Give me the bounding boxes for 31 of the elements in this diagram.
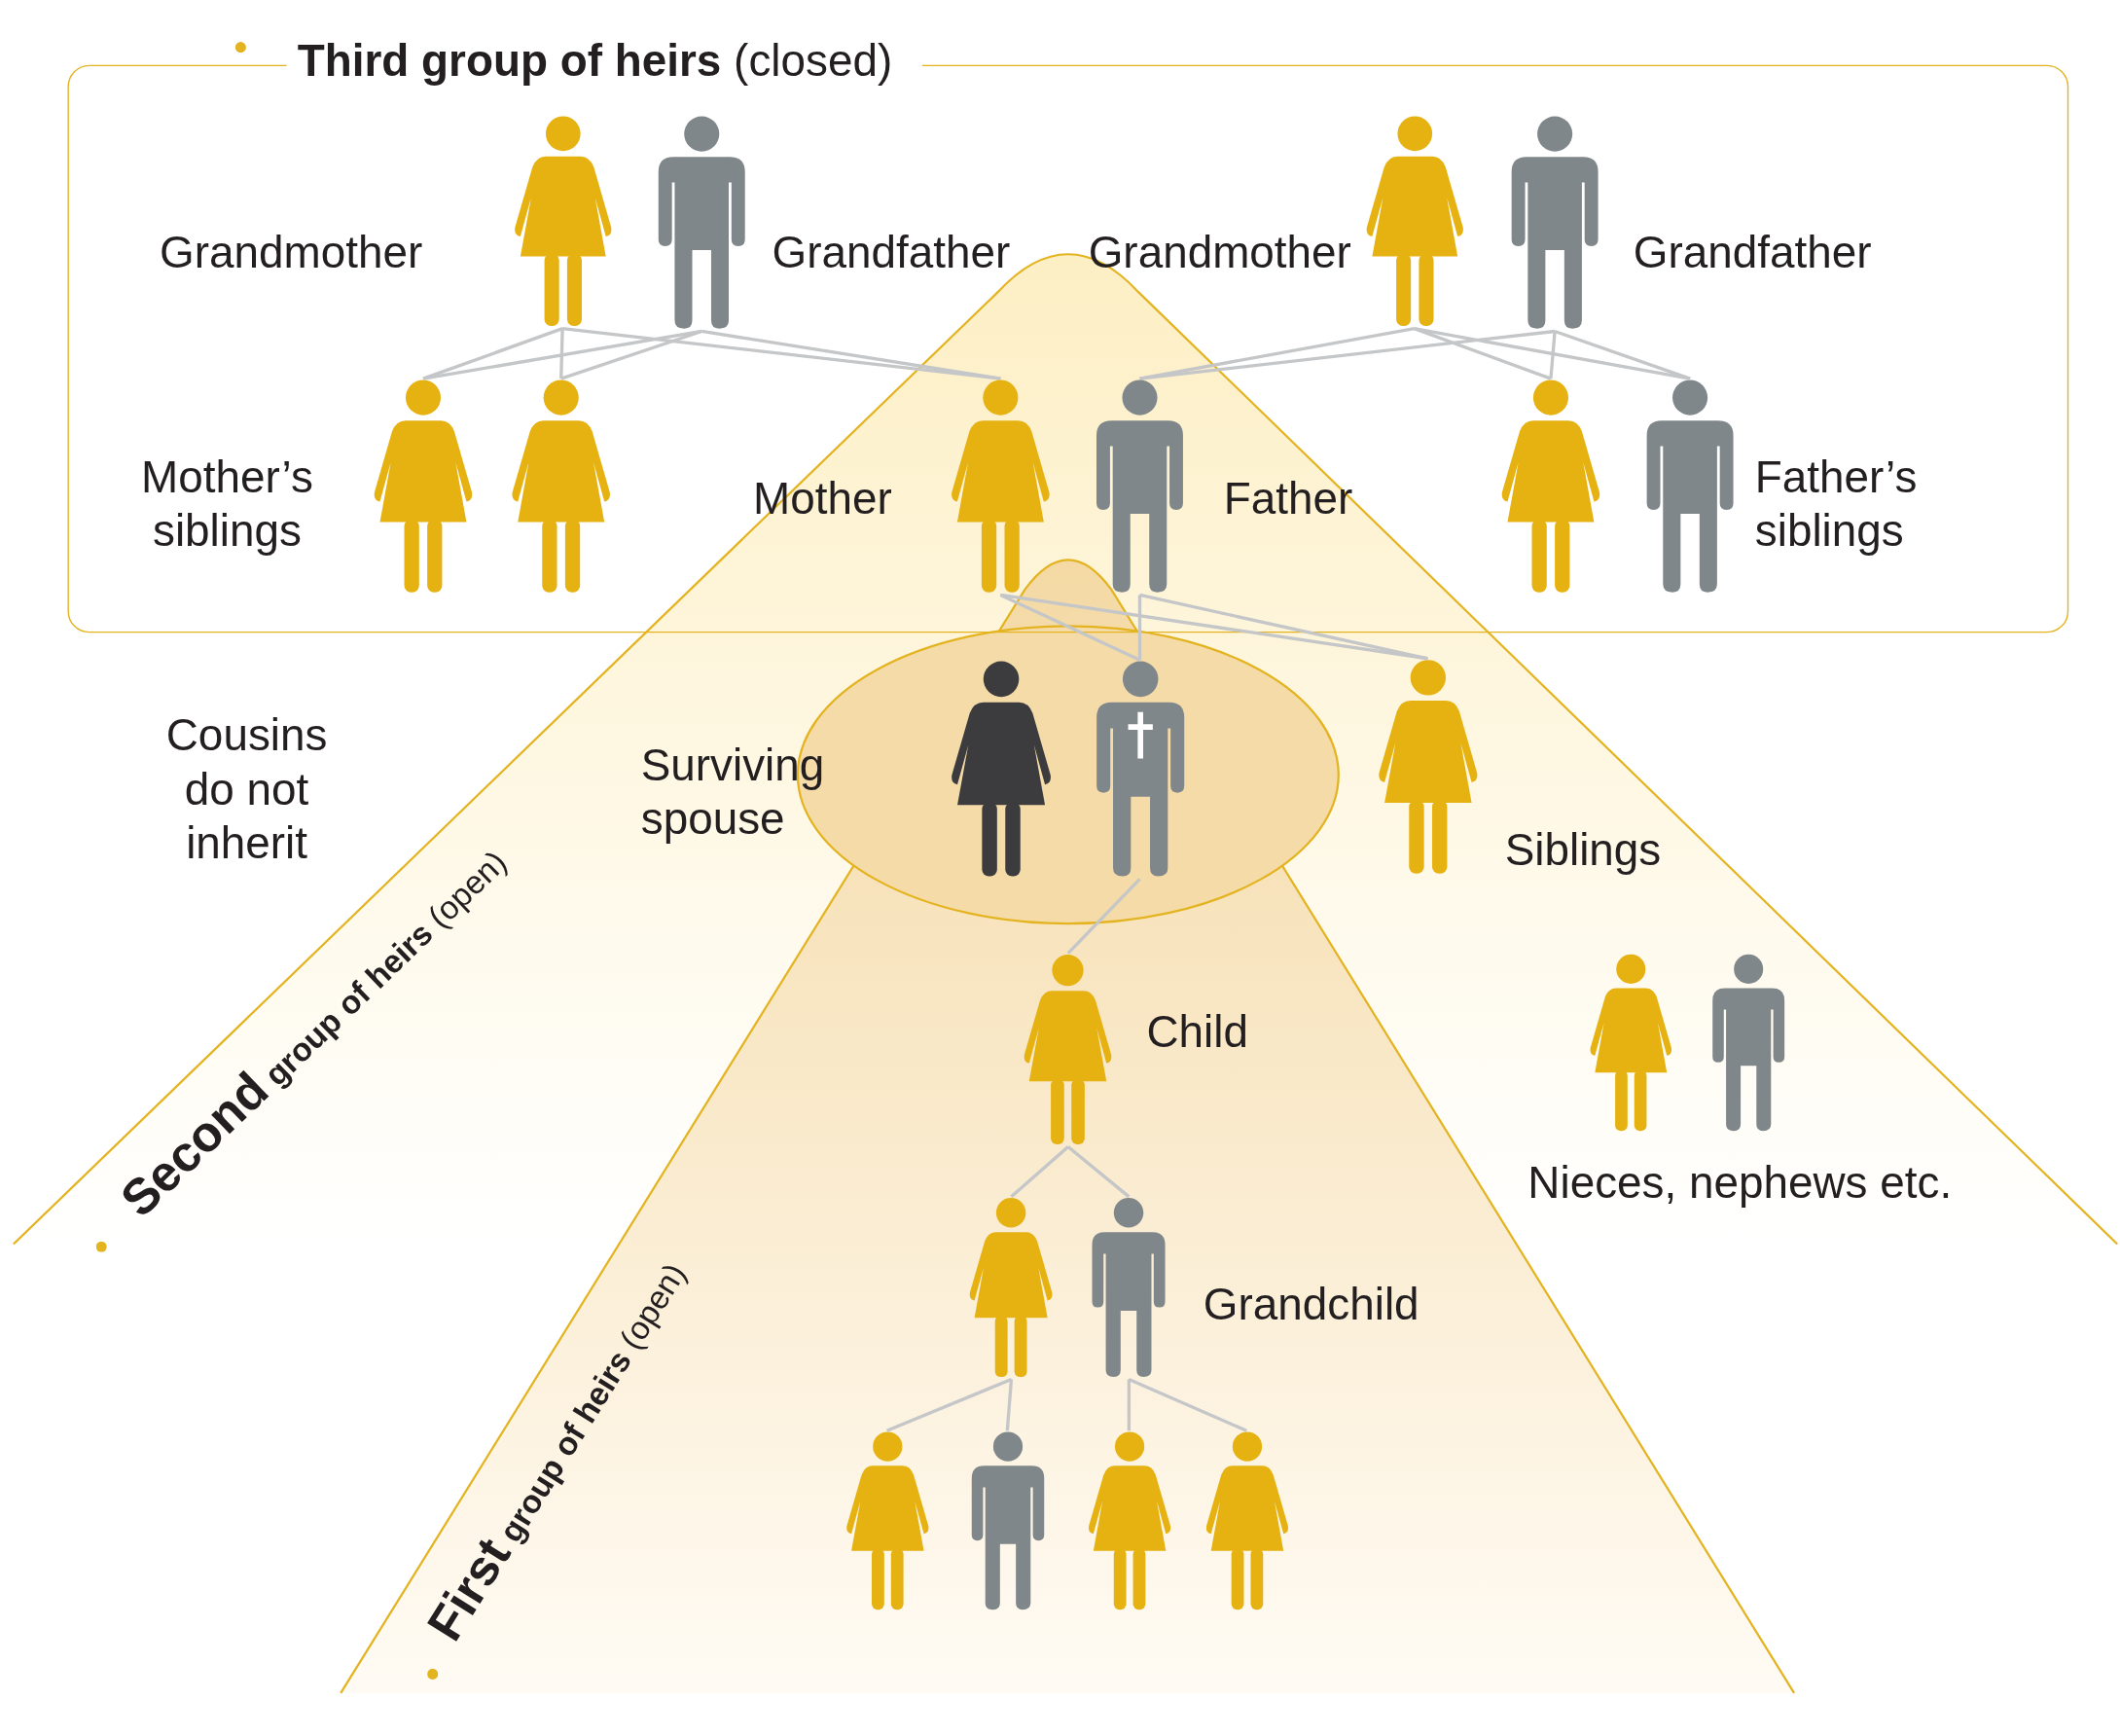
connector-line bbox=[561, 327, 1001, 380]
connector-line bbox=[1005, 1379, 1014, 1431]
person-label: Father’s siblings bbox=[1754, 451, 1919, 559]
person-label: Father bbox=[1223, 472, 1353, 525]
connector-line bbox=[1139, 593, 1428, 661]
connector-line bbox=[701, 329, 1001, 380]
person-label: Grandchild bbox=[1203, 1278, 1419, 1332]
person-label: Grandfather bbox=[1633, 226, 1872, 279]
connector-line bbox=[1414, 327, 1691, 380]
connector-line bbox=[1128, 1377, 1247, 1432]
connector-line bbox=[886, 1377, 1013, 1432]
text-label: Cousins do not inherit bbox=[164, 708, 329, 871]
connector-line bbox=[1066, 1145, 1131, 1199]
person-label: Mother’s siblings bbox=[140, 451, 314, 559]
connector-line bbox=[1554, 329, 1691, 380]
person-label: Siblings bbox=[1504, 823, 1662, 878]
connector-line bbox=[1549, 331, 1557, 380]
connector-line bbox=[1139, 329, 1556, 380]
connector-line bbox=[1010, 1145, 1069, 1199]
person-label: Child bbox=[1146, 1004, 1248, 1059]
connector-line bbox=[422, 327, 563, 380]
connector-line bbox=[1127, 1379, 1132, 1431]
connector-line bbox=[1137, 595, 1142, 661]
person-label: Grandmother bbox=[160, 226, 423, 279]
connector-line bbox=[422, 329, 702, 380]
connector-line bbox=[559, 328, 564, 380]
text-label: Nieces, nephews etc. bbox=[1527, 1156, 1953, 1210]
person-label: Grandfather bbox=[772, 226, 1011, 279]
person-label: Grandmother bbox=[1088, 226, 1351, 279]
connector-line bbox=[560, 329, 702, 380]
connector-line bbox=[1066, 878, 1141, 955]
